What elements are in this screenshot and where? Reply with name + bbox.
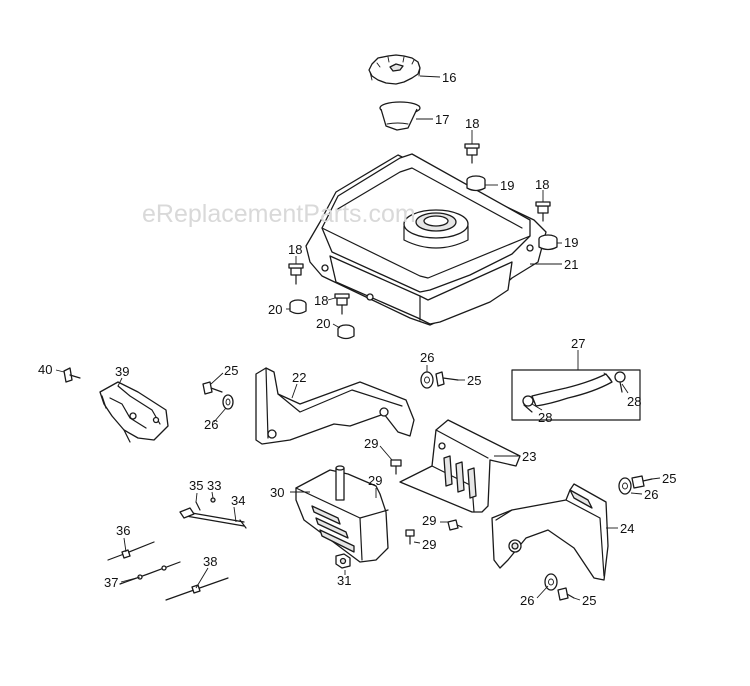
- watermark: eReplacementParts.com: [142, 200, 416, 228]
- callout-30: 30: [270, 485, 284, 500]
- bolt-18-right: [535, 201, 551, 222]
- callout-29: 29: [422, 537, 436, 552]
- bolt-18-center: [334, 293, 350, 315]
- callout-26: 26: [420, 350, 434, 365]
- callout-25: 25: [467, 373, 481, 388]
- bolt-25-b: [435, 371, 459, 387]
- callout-26: 26: [520, 593, 534, 608]
- panel-30: [295, 465, 389, 563]
- callout-26: 26: [644, 487, 658, 502]
- callout-20: 20: [268, 302, 282, 317]
- callout-labels: 16 17 18 19 18 19 21 18 18 20 20 40 39 2…: [38, 70, 676, 608]
- callout-18: 18: [535, 177, 549, 192]
- callout-21: 21: [564, 257, 578, 272]
- nut-31: [335, 553, 351, 569]
- bracket-23: [399, 419, 521, 513]
- callout-25: 25: [662, 471, 676, 486]
- callout-17: 17: [435, 112, 449, 127]
- hose-clamp-28-right: [614, 371, 626, 393]
- fuel-cap: [368, 54, 421, 85]
- hose-kit-27: [511, 369, 641, 421]
- fuel-tank: [305, 153, 547, 326]
- grommet-19-top: [466, 175, 486, 192]
- callout-29: 29: [364, 436, 378, 451]
- grommet-20-left: [289, 299, 307, 315]
- bracket-39: [99, 381, 169, 443]
- cable-36: [107, 541, 155, 561]
- screw-29-c: [447, 519, 463, 531]
- callout-25: 25: [224, 363, 238, 378]
- callout-23: 23: [522, 449, 536, 464]
- callout-33: 33: [207, 478, 221, 493]
- bolt-40: [63, 367, 81, 383]
- callout-38: 38: [203, 554, 217, 569]
- callout-19: 19: [564, 235, 578, 250]
- callout-31: 31: [337, 573, 351, 588]
- callout-16: 16: [442, 70, 456, 85]
- bolt-25-d: [557, 587, 575, 601]
- callout-28: 28: [538, 410, 552, 425]
- callout-25: 25: [582, 593, 596, 608]
- bolt-25-a: [202, 381, 223, 395]
- hose-clamp-28-left: [522, 395, 534, 413]
- fuel-filter: [379, 101, 421, 131]
- callout-36: 36: [116, 523, 130, 538]
- callout-29: 29: [422, 513, 436, 528]
- rod-assembly-34: [179, 507, 247, 529]
- callout-18: 18: [288, 242, 302, 257]
- callout-19: 19: [500, 178, 514, 193]
- spring-pin-35: [195, 501, 201, 511]
- callout-37: 37: [104, 575, 118, 590]
- screw-29-d: [405, 529, 415, 545]
- bolt-25-c: [631, 475, 653, 489]
- callout-34: 34: [231, 493, 245, 508]
- clip-33: [210, 497, 216, 503]
- cover-24: [491, 483, 609, 581]
- callout-18: 18: [465, 116, 479, 131]
- cable-37: [119, 561, 181, 585]
- callout-35: 35: [189, 478, 203, 493]
- callout-29: 29: [368, 473, 382, 488]
- washer-26-a: [222, 394, 234, 410]
- callout-22: 22: [292, 370, 306, 385]
- callout-26: 26: [204, 417, 218, 432]
- washer-26-b: [420, 371, 434, 389]
- callout-39: 39: [115, 364, 129, 379]
- callout-20: 20: [316, 316, 330, 331]
- callout-28: 28: [627, 394, 641, 409]
- bolt-18-left: [288, 263, 304, 285]
- leader-lines: [55, 75, 661, 601]
- fuel-hose: [531, 372, 613, 407]
- bolt-18-top: [464, 143, 480, 164]
- callout-24: 24: [620, 521, 634, 536]
- grommet-20-center: [337, 324, 355, 340]
- callout-18: 18: [314, 293, 328, 308]
- callout-40: 40: [38, 362, 52, 377]
- screw-29-a: [390, 459, 402, 475]
- cable-38: [165, 577, 229, 601]
- washer-26-c: [618, 477, 632, 495]
- callout-27: 27: [571, 336, 585, 351]
- grommet-19-right: [538, 234, 558, 251]
- bracket-22: [255, 367, 415, 445]
